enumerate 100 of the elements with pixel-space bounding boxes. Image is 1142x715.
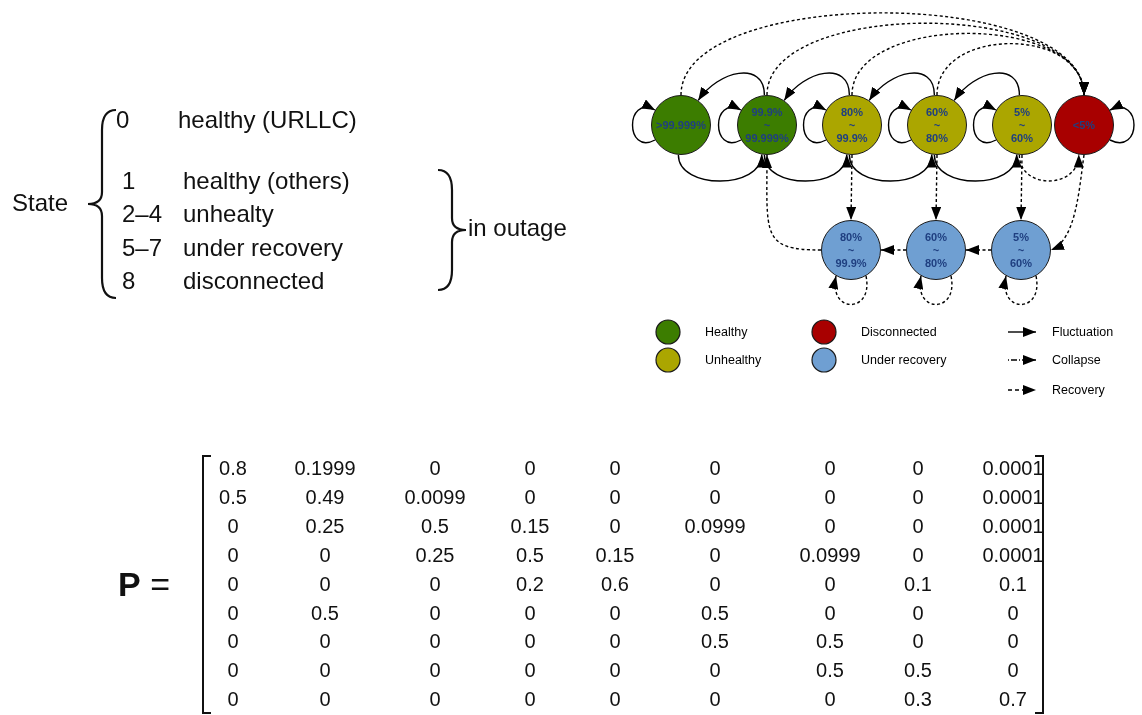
matrix-entry: 0.5	[904, 658, 932, 682]
legend-label: Collapse	[1052, 353, 1101, 367]
matrix-entry: 0	[524, 456, 536, 480]
state-circle	[822, 95, 882, 155]
matrix-entry: 0.0099	[404, 485, 466, 509]
state-label: 80% ~ 99.9%	[835, 105, 869, 145]
arrow	[783, 72, 851, 102]
dashed-arrow	[914, 275, 953, 306]
matrix-entry: 0	[912, 514, 924, 538]
matrix-entry: 0	[609, 514, 621, 538]
matrix-entry: 0.0999	[684, 514, 746, 538]
matrix-entry: 0	[227, 543, 239, 567]
state-description: disconnected	[183, 267, 325, 295]
dashed-arrow	[999, 275, 1038, 306]
matrix-entry: 0.15	[510, 514, 550, 538]
matrix-entry: 0	[1007, 601, 1019, 624]
state-number: 0	[116, 106, 130, 134]
matrix-entry: 0	[1007, 629, 1019, 653]
state-circle	[992, 95, 1052, 155]
arrow	[972, 100, 997, 144]
matrix-entry: 0	[227, 687, 239, 711]
arrow	[763, 153, 850, 182]
legend-label: Recovery	[1052, 383, 1105, 397]
matrix-entry: 0	[709, 456, 721, 480]
matrix-entry: 0	[824, 485, 836, 509]
state-label: 60% ~ 80%	[925, 105, 949, 145]
matrix-entry: 0.0999	[799, 543, 861, 567]
state-circle	[821, 220, 881, 280]
matrix-entry: 0	[912, 601, 924, 624]
state-label: 60% ~ 80%	[924, 230, 948, 270]
matrix-entry: 0.5	[219, 485, 247, 509]
matrix-entry: 0	[524, 601, 536, 624]
arrow	[677, 153, 765, 182]
arrow	[717, 100, 742, 144]
state-circle	[651, 95, 711, 155]
matrix-entry: 0.7	[999, 687, 1027, 711]
arrow	[848, 153, 935, 182]
matrix-entry: 0	[912, 456, 924, 480]
state-description: healthy (URLLC)	[178, 106, 357, 134]
matrix-entry: 0	[319, 543, 331, 567]
matrix-entry: 0	[912, 543, 924, 567]
matrix-entry: 0.1	[999, 572, 1027, 596]
state-circle	[906, 220, 966, 280]
matrix-entry: 0	[824, 572, 836, 596]
matrix-entry: 0	[524, 658, 536, 682]
state-description: under recovery	[183, 234, 344, 262]
state-number: 8	[122, 267, 136, 295]
state-heading: State	[12, 189, 69, 217]
state-circle	[907, 95, 967, 155]
matrix-entry: 0	[319, 687, 331, 711]
matrix-symbol: P =	[118, 564, 170, 604]
dashed-arrow	[1050, 154, 1085, 251]
state-label: <5%	[1071, 118, 1097, 132]
arrow	[933, 153, 1020, 182]
matrix-entry: 0	[824, 687, 836, 711]
matrix-entry: 0	[709, 658, 721, 682]
matrix-entry: 0	[912, 629, 924, 653]
matrix-entry: 0.5	[701, 629, 729, 653]
arrow	[802, 100, 827, 144]
legend-label: Under recovery	[861, 353, 947, 367]
outage-note: in outage	[468, 214, 567, 242]
legend-label: Fluctuation	[1052, 325, 1114, 339]
dashed-arrow	[880, 245, 907, 255]
matrix-entry: 0	[709, 485, 721, 509]
dashed-arrow	[829, 275, 868, 306]
matrix-entry: 0	[319, 658, 331, 682]
matrix-entry: 0.0001	[982, 543, 1044, 567]
state-number: 1	[122, 167, 136, 195]
arrow	[697, 72, 766, 102]
legend-label: Unhealthy	[705, 353, 762, 367]
matrix-entry: 0	[227, 514, 239, 538]
matrix-entry: 0	[709, 543, 721, 567]
arrow	[953, 72, 1021, 102]
state-label: 99.9% ~ 99.999%	[744, 105, 790, 145]
matrix-entry: 0.49	[305, 485, 345, 509]
legend-label: Healthy	[705, 325, 748, 339]
matrix-entry: 0	[227, 629, 239, 653]
matrix-entry: 0	[524, 629, 536, 653]
matrix-entry: 0	[609, 456, 621, 480]
matrix-entry: 0	[524, 485, 536, 509]
state-label: 5% ~ 60%	[1010, 105, 1034, 145]
matrix-entry: 0.0001	[982, 456, 1044, 480]
state-circle	[1054, 95, 1114, 155]
state-label: 80% ~ 99.9%	[834, 230, 868, 270]
matrix-entry: 0.5	[701, 601, 729, 624]
matrix-entry: 0	[1007, 658, 1019, 682]
matrix-entry: 0	[912, 485, 924, 509]
matrix-entry: 0	[429, 601, 441, 624]
arrow	[631, 100, 656, 144]
matrix-entry: 0.5	[516, 543, 544, 567]
dashed-arrow	[846, 154, 857, 221]
dashed-arrow	[936, 42, 1087, 96]
matrix-entry: 0	[609, 658, 621, 682]
dashed-arrow	[1018, 153, 1082, 182]
matrix-entry: 0.8	[219, 456, 247, 480]
state-number: 5–7	[122, 234, 163, 262]
matrix-entry: 0	[709, 572, 721, 596]
matrix-entry: 0	[609, 485, 621, 509]
arrow	[1109, 101, 1135, 144]
matrix-entry: 0	[524, 687, 536, 711]
